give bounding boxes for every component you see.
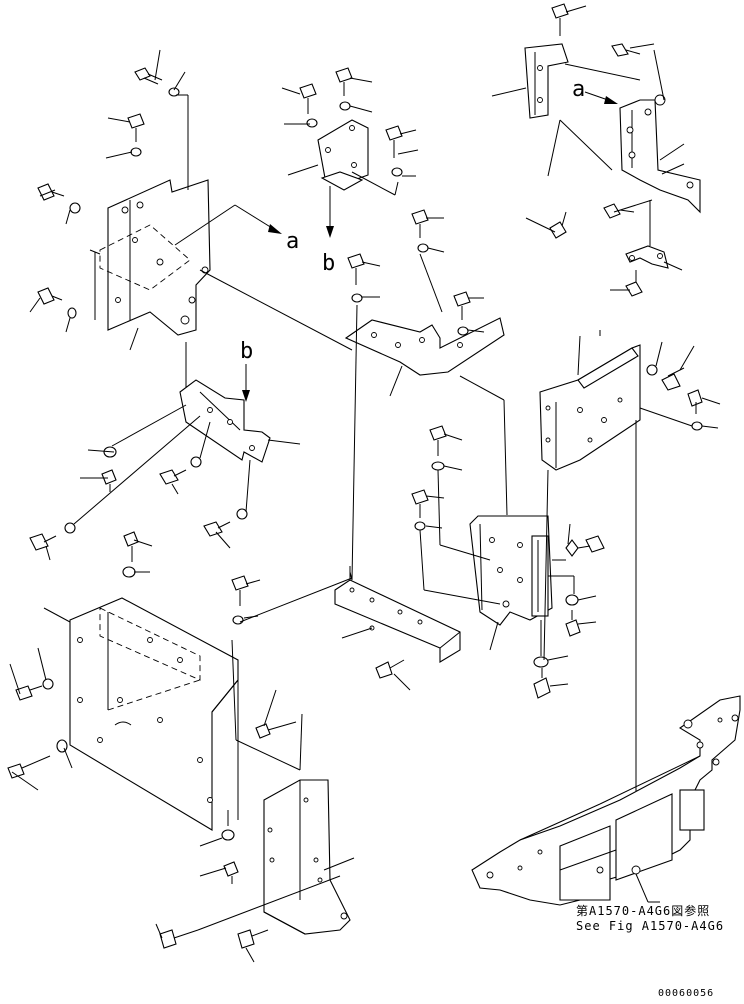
leader-lines-small-bracket [45,269,353,561]
center-middle-plate [344,317,505,376]
leader-lines-lower-left [9,539,353,877]
center-right-panel [469,515,553,626]
leader-lines-frame [599,330,660,903]
reference-note-jp: 第A1570-A4G6図参照 [576,904,711,918]
leader-lines-step-plate [341,627,411,691]
lower-center-tall-bracket [263,779,351,935]
view-label-b-lower: b [240,339,253,364]
leader-lines-center-middle [351,217,508,581]
view-label-a-left: a [286,229,299,254]
leader-lines-upper-right [491,5,685,291]
leader-lines-upper-left [29,49,189,351]
main-frame [471,695,741,906]
right-cover-plate [539,344,641,471]
upper-right-bracket: a [524,43,701,269]
bolt-set-center-right [411,425,605,699]
bolt-set-step-plate [375,659,405,679]
center-step-plate [334,566,461,663]
view-label-a-right: a [572,77,585,102]
bolt-set-right-cover [646,364,703,431]
leader-lines-upper-center [281,77,419,196]
lower-left-box [69,597,239,831]
bolt-set-upper-right [549,3,643,297]
leader-lines-center-right [419,433,597,687]
view-arrow-a-left: a [174,204,299,254]
view-label-b-upper: b [322,251,335,276]
leader-lines-lower-center [155,713,355,963]
bolt-set-upper-center [299,67,403,177]
bolt-set-upper-left [37,67,180,319]
small-bracket-b: b [179,339,271,463]
leader-lines-right-cover [543,335,721,800]
reference-note-en: See Fig A1570-A4G6 [576,919,725,933]
drawing-code: 00060056 [658,988,715,999]
bolt-set-center-middle [347,209,471,336]
upper-left-bracket [99,179,211,336]
bolt-set-lower-center [159,929,269,949]
upper-center-bracket: b [317,119,369,276]
bolt-set-small-bracket [29,446,248,551]
